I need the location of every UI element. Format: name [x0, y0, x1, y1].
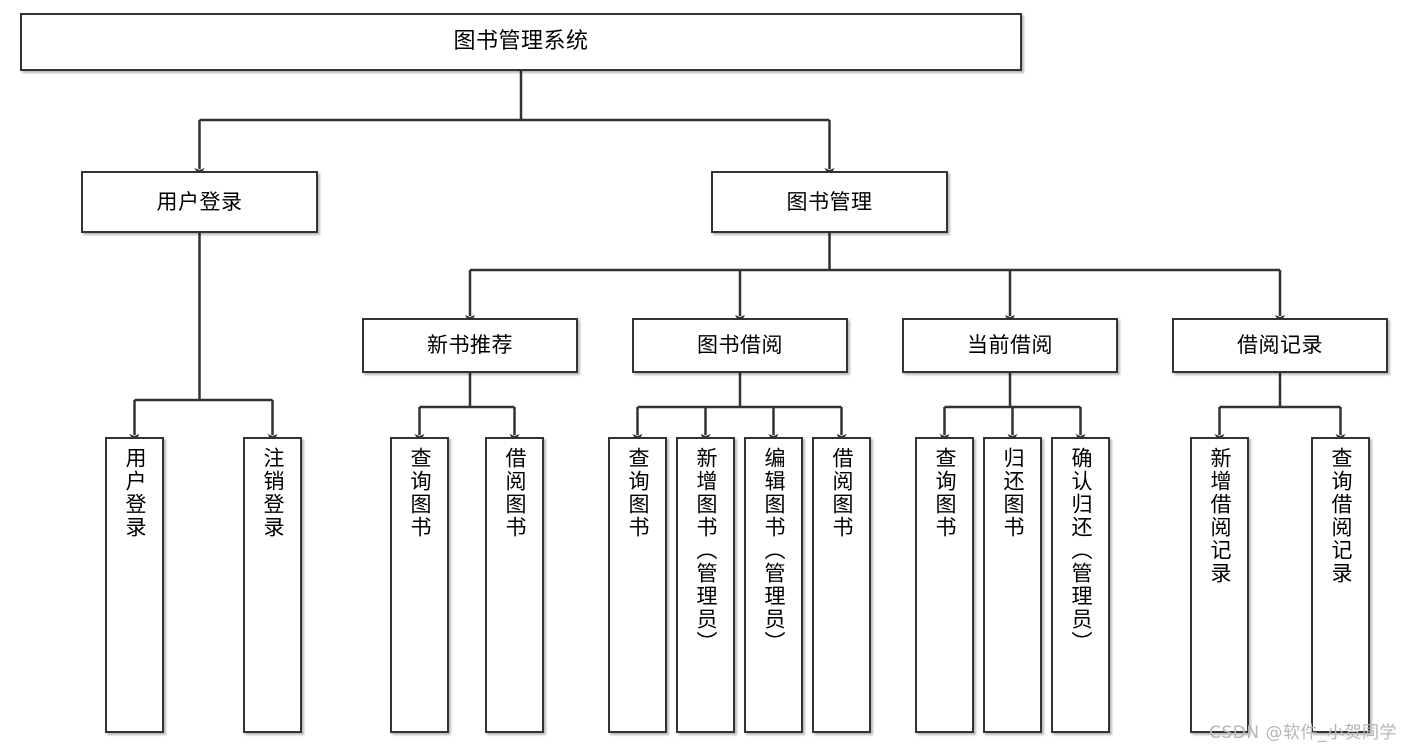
node-label: 查询图书: [625, 447, 650, 539]
node-new-book-rec[interactable]: 新书推荐: [362, 318, 578, 373]
node-label: 注销登录: [260, 447, 285, 539]
edge-paths: [129, 71, 1346, 443]
node-label: 借阅图书: [829, 447, 854, 539]
node-leaf-borrow-book-2[interactable]: 借阅图书: [812, 437, 871, 733]
node-label: 新增图书（管理员）: [693, 447, 718, 654]
node-leaf-query-book-2[interactable]: 查询图书: [608, 437, 667, 733]
node-label: 新增借阅记录: [1207, 447, 1232, 585]
node-label: 编辑图书（管理员）: [761, 447, 786, 654]
node-leaf-edit-book[interactable]: 编辑图书（管理员）: [744, 437, 803, 733]
node-leaf-confirm-return[interactable]: 确认归还（管理员）: [1051, 437, 1110, 733]
node-label: 查询图书: [407, 447, 432, 539]
node-current-borrow[interactable]: 当前借阅: [902, 318, 1118, 373]
node-label: 查询图书: [932, 447, 957, 539]
node-label: 图书管理系统: [453, 29, 589, 55]
node-leaf-logout[interactable]: 注销登录: [243, 437, 302, 733]
node-leaf-query-record[interactable]: 查询借阅记录: [1311, 437, 1370, 733]
node-label: 借阅图书: [502, 447, 527, 539]
node-leaf-return-book[interactable]: 归还图书: [983, 437, 1042, 733]
node-leaf-user-login[interactable]: 用户登录: [105, 437, 164, 733]
node-label: 借阅记录: [1237, 333, 1323, 358]
node-user-login[interactable]: 用户登录: [81, 171, 318, 233]
node-leaf-borrow-book-1[interactable]: 借阅图书: [485, 437, 544, 733]
node-label: 确认归还（管理员）: [1068, 447, 1093, 654]
node-book-borrow[interactable]: 图书借阅: [632, 318, 848, 373]
node-leaf-query-book-1[interactable]: 查询图书: [390, 437, 449, 733]
node-label: 归还图书: [1000, 447, 1025, 539]
node-label: 用户登录: [122, 447, 147, 539]
node-root[interactable]: 图书管理系统: [20, 13, 1022, 71]
node-borrow-record[interactable]: 借阅记录: [1172, 318, 1388, 373]
node-leaf-add-book[interactable]: 新增图书（管理员）: [676, 437, 735, 733]
node-label: 当前借阅: [967, 333, 1053, 358]
node-leaf-add-record[interactable]: 新增借阅记录: [1190, 437, 1249, 733]
node-book-manage[interactable]: 图书管理: [711, 171, 948, 233]
node-label: 图书借阅: [697, 333, 783, 358]
node-label: 用户登录: [156, 189, 243, 214]
node-label: 查询借阅记录: [1328, 447, 1353, 585]
csdn-watermark: CSDN @软件_小贺同学: [1209, 723, 1397, 743]
node-leaf-query-book-3[interactable]: 查询图书: [915, 437, 974, 733]
node-label: 新书推荐: [427, 333, 513, 358]
node-label: 图书管理: [786, 189, 873, 214]
